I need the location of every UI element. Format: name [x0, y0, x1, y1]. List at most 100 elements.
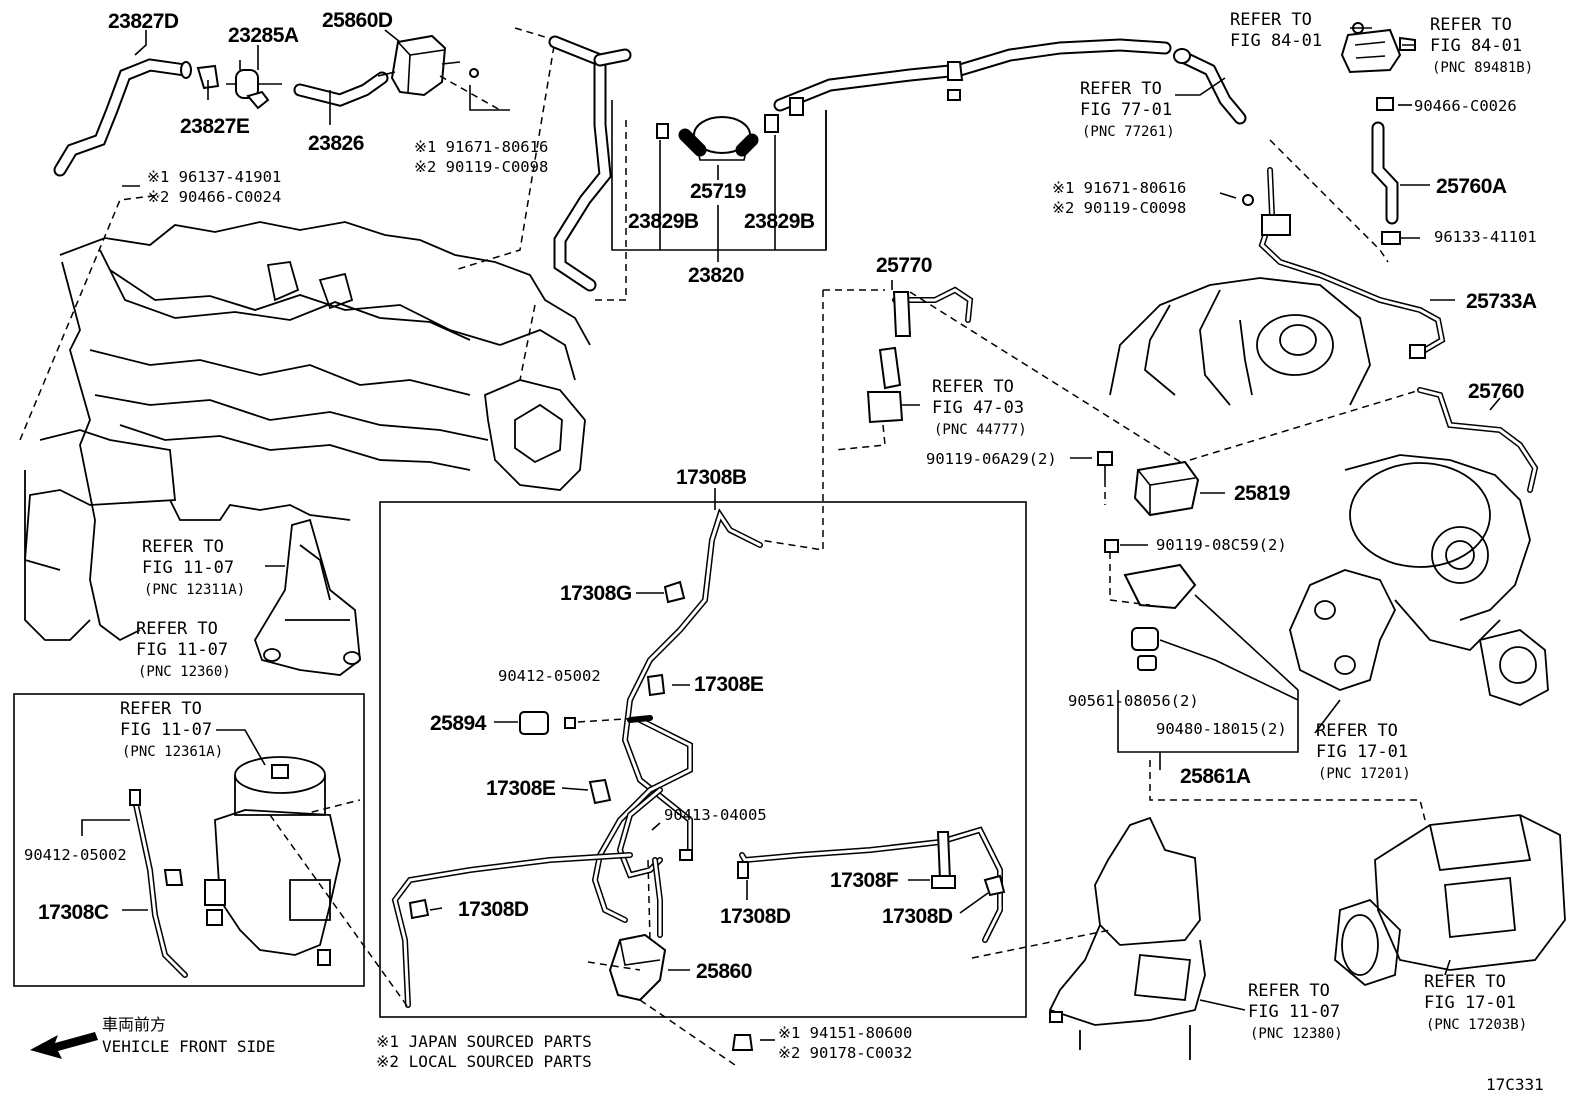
clamps-23829B-drawing — [656, 97, 804, 139]
label-25861A: 25861A — [1180, 765, 1251, 788]
ref-11-07-a-line1: REFER TO — [142, 537, 224, 557]
label-17308E-top: 17308E — [694, 673, 764, 696]
code-90119-06A29: 90119-06A29(2) — [926, 450, 1057, 468]
label-17308G: 17308G — [560, 582, 632, 605]
label-25894: 25894 — [430, 712, 487, 735]
hose-23820-drawing — [548, 35, 632, 292]
ref-84-01-b-line2: FIG 84-01 — [1430, 36, 1522, 56]
ref-11-07-b-pnc: (PNC 12360) — [138, 664, 231, 680]
engine-block-drawing — [24, 221, 591, 642]
code-90480: 90480-18015(2) — [1156, 720, 1287, 738]
ref-47-03-pnc: (PNC 44777) — [934, 422, 1027, 438]
code-91671-mid: ※1 91671-80616 — [1052, 179, 1186, 197]
sensor-44777-drawing — [866, 346, 904, 424]
connector-17308D-mid-drawing — [737, 861, 749, 879]
vsv-25860-drawing — [587, 933, 736, 1066]
ref-84-01-a-line1: REFER TO — [1230, 10, 1312, 30]
ref-11-07-d-pnc: (PNC 12380) — [1250, 1026, 1343, 1042]
label-25760A: 25760A — [1436, 175, 1507, 198]
cap-25894-drawing — [519, 711, 549, 735]
ref-11-07-b-line1: REFER TO — [136, 619, 218, 639]
ref-11-07-b-line2: FIG 11-07 — [136, 640, 228, 660]
left-detail-frame — [13, 693, 365, 987]
plug-90413-drawing — [679, 849, 693, 861]
ref-11-07-d-line1: REFER TO — [1248, 981, 1330, 1001]
center-detail-frame — [379, 501, 1027, 1018]
ref-17-01-a-line2: FIG 17-01 — [1316, 742, 1408, 762]
grommet-drawing — [1131, 627, 1159, 671]
vsv-25860D-drawing — [377, 34, 479, 97]
code-90466-C0024: ※2 90466-C0024 — [147, 188, 281, 206]
code-90466-C0026: 90466-C0026 — [1414, 97, 1517, 115]
label-23827E: 23827E — [180, 115, 250, 138]
label-25719: 25719 — [690, 180, 746, 203]
hose-25770-drawing — [892, 286, 974, 337]
label-23285A: 23285A — [228, 24, 299, 47]
code-96137: ※1 96137-41901 — [147, 168, 281, 186]
hose-right-23820-drawing — [773, 38, 1172, 112]
intercooler-drawing — [1334, 814, 1566, 987]
ref-77-01-line1: REFER TO — [1080, 79, 1162, 99]
legend-note-japan: ※1 JAPAN SOURCED PARTS — [376, 1032, 592, 1051]
ref-84-01-b-pnc: (PNC 89481B) — [1432, 60, 1533, 76]
code-91671-top: ※1 91671-80616 — [414, 138, 548, 156]
ref-11-07-a-line2: FIG 11-07 — [142, 558, 234, 578]
turbo-housing-upper-drawing — [1109, 277, 1371, 406]
hose-17308C-drawing — [129, 789, 188, 978]
ref-17-01-b-pnc: (PNC 17203B) — [1426, 1017, 1527, 1033]
code-90119-mid: ※2 90119-C0098 — [1052, 199, 1186, 217]
vsv-25819-drawing — [1133, 460, 1200, 517]
clip-96133-drawing — [1381, 231, 1401, 245]
vehicle-front-arrow-icon — [30, 1032, 98, 1059]
ref-17-01-a-pnc: (PNC 17201) — [1318, 766, 1411, 782]
plug-90412-inner-drawing — [564, 717, 641, 729]
bracket-drawing — [1104, 539, 1197, 610]
code-96133: 96133-41101 — [1434, 228, 1537, 246]
ref-17-01-b-line2: FIG 17-01 — [1424, 993, 1516, 1013]
ref-11-07-c-pnc: (PNC 12361A) — [122, 744, 223, 760]
label-25860: 25860 — [696, 960, 752, 983]
ref-47-03-line1: REFER TO — [932, 377, 1014, 397]
ref-11-07-c-line1: REFER TO — [120, 699, 202, 719]
label-25760: 25760 — [1468, 380, 1524, 403]
code-90412-inner: 90412-05002 — [498, 667, 601, 685]
label-17308E-mid: 17308E — [486, 777, 556, 800]
code-90561: 90561-08056(2) — [1068, 692, 1199, 710]
code-90413: 90413-04005 — [664, 806, 767, 824]
code-90119-top: ※2 90119-C0098 — [414, 158, 548, 176]
hose-23827D-drawing — [53, 58, 192, 177]
ref-77-01-line2: FIG 77-01 — [1080, 100, 1172, 120]
label-23829B-right: 23829B — [744, 210, 815, 233]
label-17308B: 17308B — [676, 466, 747, 489]
figure-id: 17C331 — [1486, 1075, 1544, 1094]
label-23829B-left: 23829B — [628, 210, 699, 233]
turbocharger-drawing — [1289, 387, 1549, 706]
clip-90466-C0026-drawing — [1376, 97, 1394, 111]
label-23826: 23826 — [308, 132, 364, 155]
ref-84-01-a-line2: FIG 84-01 — [1230, 31, 1322, 51]
ref-47-03-line2: FIG 47-03 — [932, 398, 1024, 418]
mount-bracket-12311A-drawing — [254, 518, 361, 676]
label-23827D: 23827D — [108, 10, 179, 33]
ref-84-01-b-line1: REFER TO — [1430, 15, 1512, 35]
connector-17308E-mid-drawing — [588, 778, 612, 805]
code-94151: ※1 94151-80600 — [778, 1024, 912, 1042]
ref-17-01-a-line1: REFER TO — [1316, 721, 1398, 741]
engine-mount-right-drawing — [1048, 816, 1206, 1060]
bolt-90119-06A29-drawing — [1097, 451, 1113, 480]
label-25733A: 25733A — [1466, 290, 1537, 313]
label-25819: 25819 — [1234, 482, 1290, 505]
label-25770: 25770 — [876, 254, 932, 277]
connector-17308G-drawing — [663, 580, 686, 604]
label-23820: 23820 — [688, 264, 744, 287]
ref-11-07-c-line2: FIG 11-07 — [120, 720, 212, 740]
ref-11-07-a-pnc: (PNC 12311A) — [144, 582, 245, 598]
cap-94151-drawing — [731, 1034, 754, 1051]
connector-17308D-left-drawing — [408, 898, 430, 920]
mount-12361A-drawing — [204, 756, 341, 966]
clamp-23827E-drawing — [196, 64, 220, 90]
code-90412-outer: 90412-05002 — [24, 846, 127, 864]
legend-front-en: VEHICLE FRONT SIDE — [102, 1037, 275, 1056]
leader-lines — [81, 27, 1501, 1041]
